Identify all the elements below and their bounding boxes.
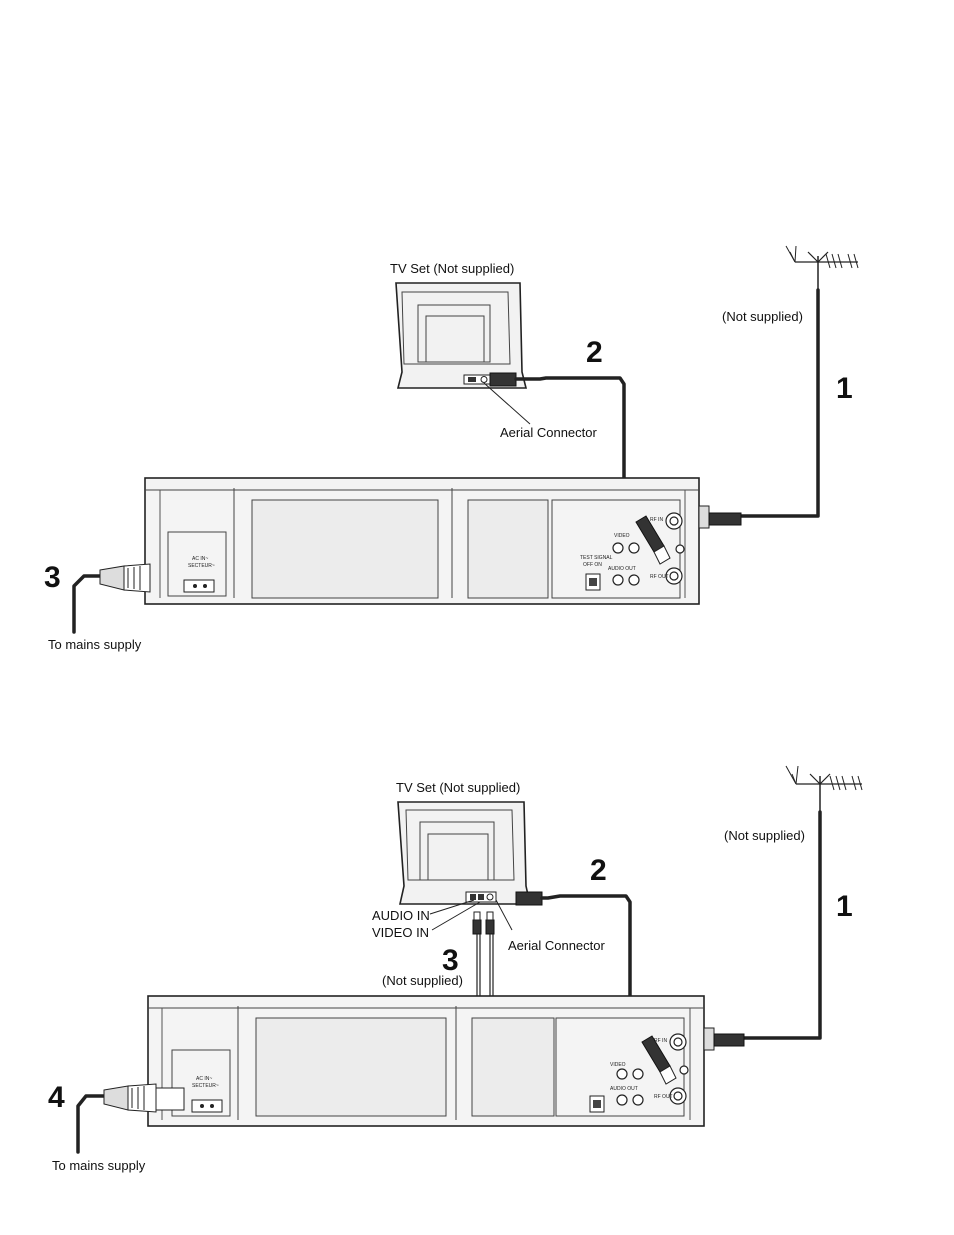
step-2-label: 2 bbox=[590, 854, 607, 887]
step-3-label: 3 bbox=[44, 561, 61, 594]
step-2-label: 2 bbox=[586, 336, 603, 369]
mains-cable-2 bbox=[78, 1096, 104, 1152]
aerial-connector-label: Aerial Connector bbox=[508, 938, 605, 953]
aerial-plug bbox=[709, 513, 741, 525]
panel-ac-in-label: AC IN~ bbox=[196, 1076, 212, 1082]
panel-test-signal-label: TEST SIGNAL bbox=[580, 555, 613, 561]
tv-set-label: TV Set (Not supplied) bbox=[390, 261, 514, 276]
step-4-label: 4 bbox=[48, 1081, 65, 1114]
panel-video-label: VIDEO bbox=[614, 533, 630, 539]
tv-set bbox=[396, 283, 526, 388]
audio-in-label: AUDIO IN bbox=[372, 908, 430, 923]
aerial-connector-label: Aerial Connector bbox=[500, 425, 597, 440]
aerial-cable bbox=[740, 812, 820, 1038]
diagram-2: (Not supplied) 1 TV Set (Not supplied) 2… bbox=[48, 766, 862, 1173]
mains-plug-2 bbox=[104, 1086, 128, 1110]
panel-video-label: VIDEO bbox=[610, 1062, 626, 1068]
step-1-label: 1 bbox=[836, 372, 853, 405]
aerial-not-supplied-label: (Not supplied) bbox=[722, 309, 803, 324]
panel-ac-in-label: AC IN~ bbox=[192, 556, 208, 562]
panel-rf-out-label: RF OUT bbox=[654, 1094, 673, 1100]
vcr-rear-panel bbox=[148, 996, 714, 1126]
panel-audio-out-label: AUDIO OUT bbox=[608, 566, 636, 572]
aerial-antenna-icon bbox=[786, 766, 862, 812]
panel-off-on-label: OFF ON bbox=[583, 562, 602, 568]
mains-cable-1 bbox=[74, 576, 102, 632]
tv-set-label: TV Set (Not supplied) bbox=[396, 780, 520, 795]
cable-not-supplied-label: (Not supplied) bbox=[382, 973, 463, 988]
panel-rf-out-label: RF OUT bbox=[650, 574, 669, 580]
mains-supply-label: To mains supply bbox=[52, 1158, 146, 1173]
video-in-label: VIDEO IN bbox=[372, 925, 429, 940]
vcr-rear-panel bbox=[145, 478, 709, 604]
diagram-1: (Not supplied) 1 TV Set (Not supplied) 2… bbox=[44, 246, 858, 652]
panel-secteur-label: SECTEUR~ bbox=[192, 1083, 219, 1089]
mains-supply-label: To mains supply bbox=[48, 637, 142, 652]
step-1-label: 1 bbox=[836, 890, 853, 923]
panel-secteur-label: SECTEUR~ bbox=[188, 563, 215, 569]
panel-audio-out-label: AUDIO OUT bbox=[610, 1086, 638, 1092]
tv-set bbox=[398, 802, 542, 905]
aerial-plug bbox=[714, 1034, 744, 1046]
aerial-antenna-icon bbox=[786, 246, 858, 290]
mains-plug-1 bbox=[100, 566, 124, 590]
panel-rf-in-label: RF IN bbox=[650, 517, 663, 523]
aerial-not-supplied-label: (Not supplied) bbox=[724, 828, 805, 843]
